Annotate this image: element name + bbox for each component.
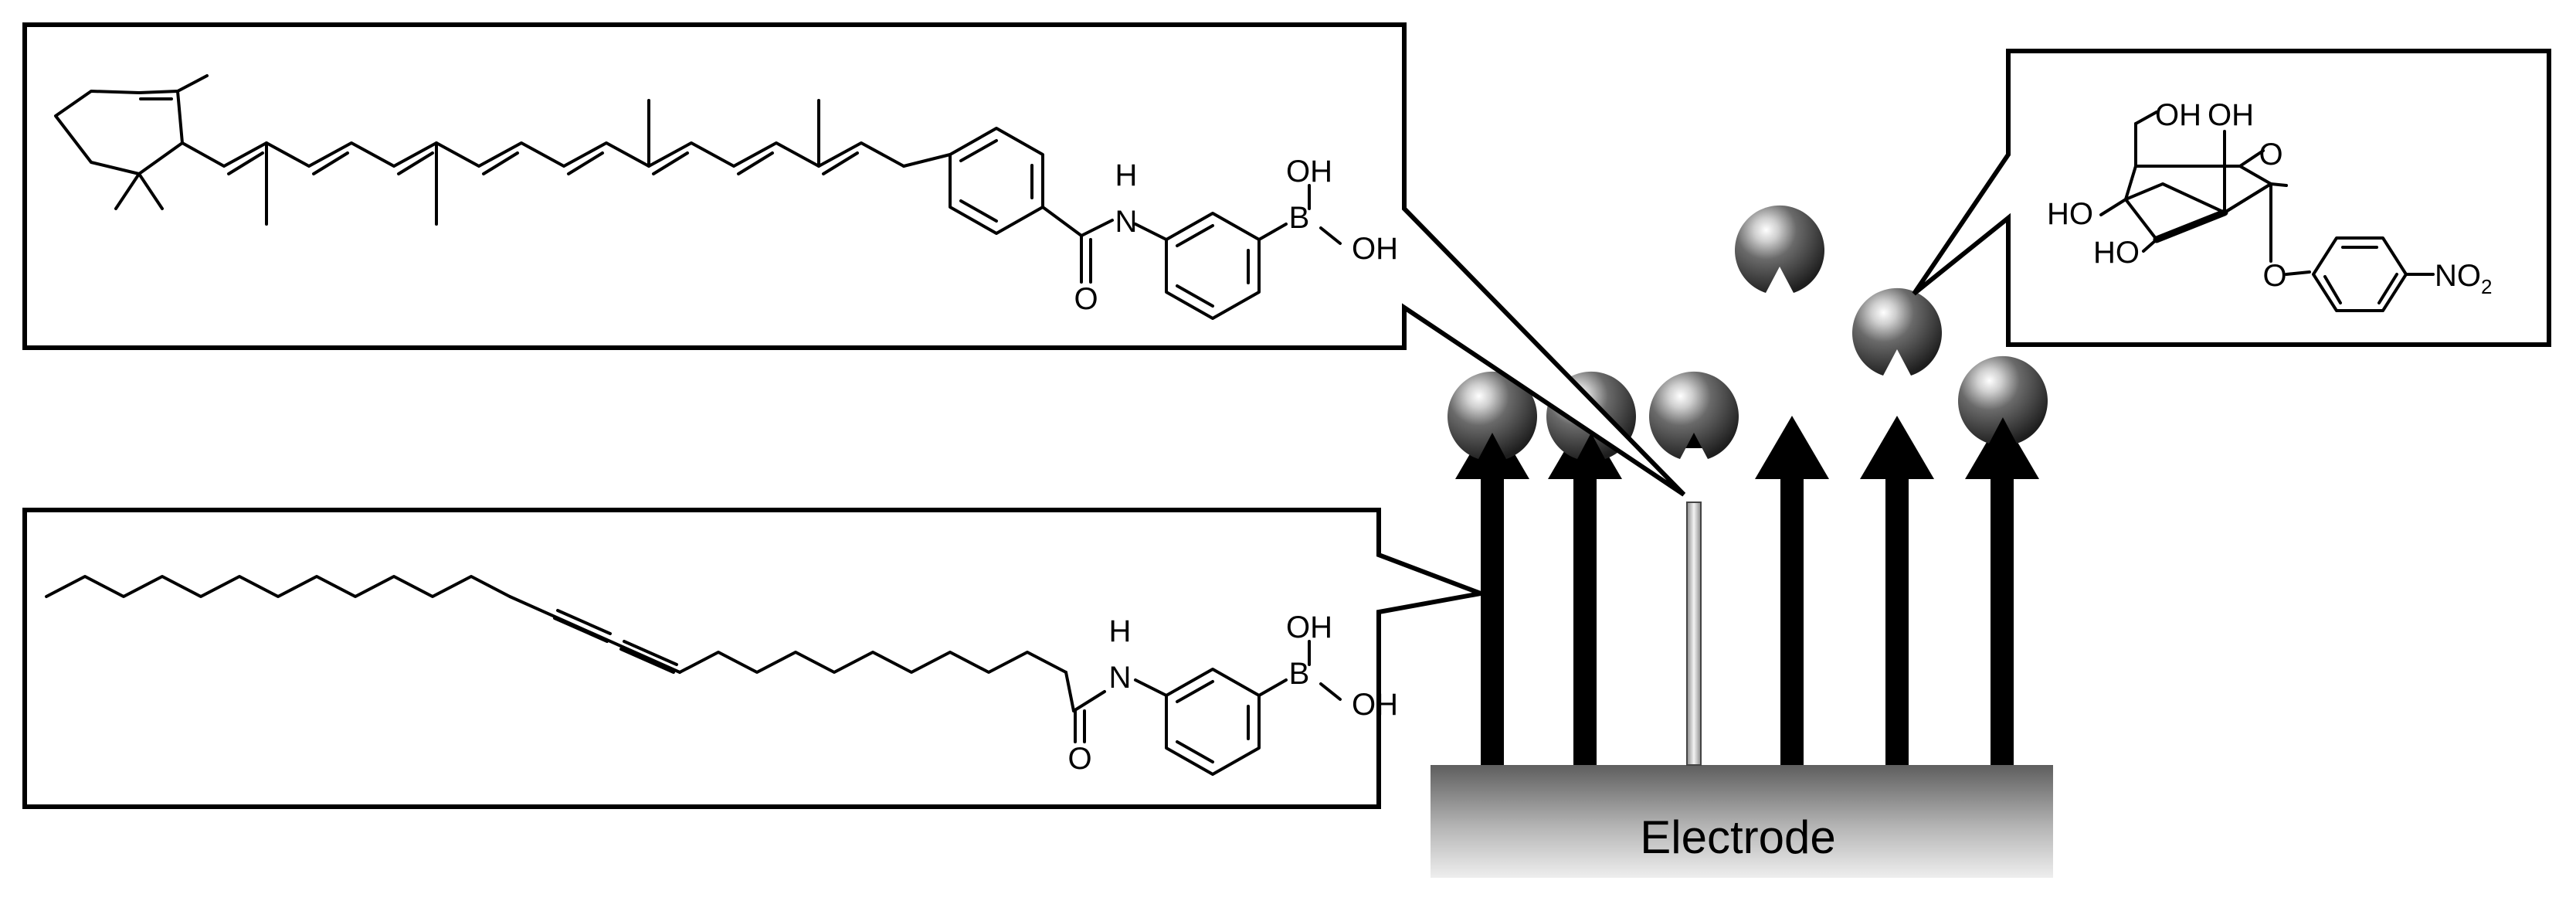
atom-oh-ch2: OH	[2155, 98, 2201, 132]
atom-carbonyl-o: O	[1074, 282, 1098, 316]
atom-oh-top: OH	[1286, 155, 1332, 189]
atom-b: B	[1289, 657, 1310, 691]
atom-oh-right: OH	[1352, 688, 1398, 722]
atom-ring-o: O	[2259, 138, 2282, 172]
upright-molecule-arrow-icon	[1965, 416, 2039, 765]
callout-retinoid	[22, 22, 1686, 497]
upright-molecule-arrow-icon	[1860, 416, 1934, 765]
receptor-sphere-icon	[1649, 371, 1739, 459]
molecule-mannoside-labels: OH OH HO HO O O NO2	[2047, 98, 2492, 298]
atom-n: N	[1115, 205, 1138, 239]
atom-nitro: NO2	[2435, 259, 2492, 298]
atom-oh-top: OH	[1286, 610, 1332, 644]
upright-molecule-arrow-icon	[1455, 416, 1529, 765]
atom-oh-c2: OH	[2208, 98, 2254, 132]
upright-molecule-arrow-icon	[1755, 416, 1829, 765]
molecule-retinoid-labels: H N B OH OH O	[1074, 155, 1398, 316]
atom-glyco-o: O	[2262, 259, 2286, 293]
upright-molecule-arrow-icon	[1548, 416, 1622, 765]
atom-h: H	[1109, 614, 1132, 648]
callout-mannoside	[1912, 49, 2551, 347]
molecule-diyne-labels: H N B OH OH O	[1067, 610, 1398, 776]
electrode-label: Electrode	[1640, 811, 1835, 863]
electrode: Electrode	[1431, 765, 2053, 878]
receptor-sphere-icon	[1448, 371, 1537, 459]
molecule-retinoid-boronic	[54, 74, 1342, 320]
atom-oh-right: OH	[1352, 232, 1398, 266]
atom-h: H	[1115, 158, 1138, 192]
atom-n: N	[1109, 661, 1132, 695]
receptor-sphere-icon	[1958, 355, 2048, 444]
receptor-sphere-icon	[1735, 205, 1824, 293]
callout-diyne	[22, 508, 1490, 809]
monolayer-arrows	[1455, 400, 2039, 766]
atom-ho-c4: HO	[2047, 197, 2093, 231]
receptor-sphere-icon	[1852, 287, 1942, 376]
sugar-spheres	[1448, 205, 2048, 459]
electrode-block	[1431, 765, 2053, 878]
molecule-mannoside	[2099, 110, 2435, 312]
atom-carbonyl-o: O	[1067, 742, 1091, 776]
molecule-diyne-boronic	[45, 575, 1342, 776]
atom-ho-c3: HO	[2093, 236, 2140, 270]
atom-b: B	[1289, 201, 1310, 235]
